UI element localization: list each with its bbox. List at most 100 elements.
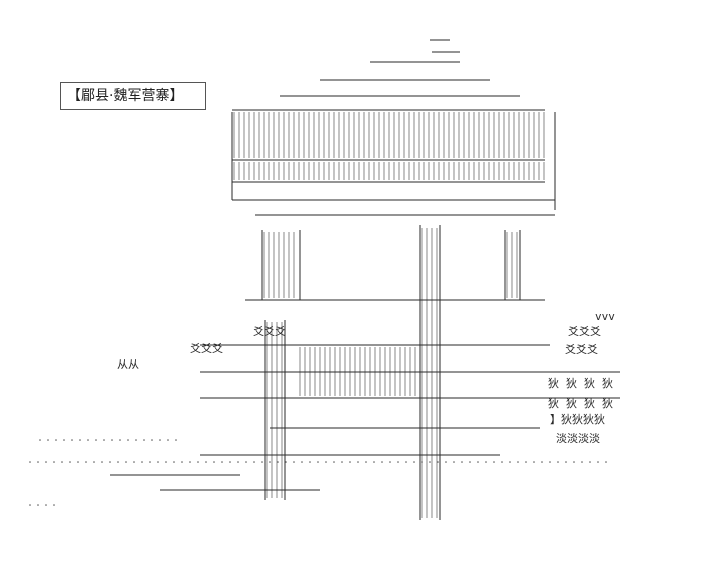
ground-dot: [173, 461, 175, 463]
ground-dot: [39, 439, 41, 441]
fortress-glyph-8: 狄: [602, 397, 613, 410]
ground-dot: [205, 461, 207, 463]
fortress-glyph-7: 狄: [584, 397, 595, 410]
ground-dot: [53, 504, 55, 506]
dotted-ground: [29, 439, 607, 506]
fortress-outline: [110, 112, 620, 520]
ground-dot: [261, 461, 263, 463]
ground-dot: [151, 439, 153, 441]
ground-dot: [405, 461, 407, 463]
ground-dot: [101, 461, 103, 463]
ground-dot: [517, 461, 519, 463]
ground-dot: [581, 461, 583, 463]
ground-dot: [181, 461, 183, 463]
ground-dot: [125, 461, 127, 463]
glyph-clusters: 爻爻爻 爻爻爻 爻爻爻 爻爻爻 从从 vvv 】狄狄狄狄 淡淡淡淡: [117, 310, 615, 445]
ground-dot: [229, 461, 231, 463]
ground-dot: [373, 461, 375, 463]
ground-dot: [45, 461, 47, 463]
ground-dot: [245, 461, 247, 463]
ground-dot: [85, 461, 87, 463]
ground-dot: [29, 461, 31, 463]
ground-dot: [143, 439, 145, 441]
light-label: 淡淡淡淡: [556, 432, 600, 445]
ground-dot: [127, 439, 129, 441]
ground-dot: [397, 461, 399, 463]
ground-dot: [477, 461, 479, 463]
ground-dot: [301, 461, 303, 463]
ground-dot: [565, 461, 567, 463]
ground-dot: [37, 461, 39, 463]
ground-dot: [493, 461, 495, 463]
ground-dot: [221, 461, 223, 463]
ground-dot: [69, 461, 71, 463]
ground-dot: [77, 461, 79, 463]
fortress-roof: [232, 39, 545, 111]
ground-dot: [341, 461, 343, 463]
ground-dot: [135, 439, 137, 441]
ground-dot: [253, 461, 255, 463]
fortress-glyphs: 狄 狄 狄 狄 狄 狄 狄 狄: [548, 377, 613, 410]
ground-dot: [157, 461, 159, 463]
bracket-label: 】狄狄狄狄: [550, 413, 605, 426]
ground-dot: [349, 461, 351, 463]
fortress-glyph-6: 狄: [566, 397, 577, 410]
ground-dot: [389, 461, 391, 463]
ground-dot: [293, 461, 295, 463]
fortress-glyph-2: 狄: [566, 377, 577, 390]
ground-dot: [47, 439, 49, 441]
ground-dot: [549, 461, 551, 463]
ground-dot: [429, 461, 431, 463]
ground-dot: [103, 439, 105, 441]
ground-dot: [605, 461, 607, 463]
ground-dot: [93, 461, 95, 463]
people-label: 从从: [117, 358, 139, 371]
ground-dot: [55, 439, 57, 441]
ground-dot: [365, 461, 367, 463]
grass-label-4: 爻爻爻: [565, 343, 598, 356]
scene-caption: 【郿县·魏军营寨】: [60, 82, 206, 110]
ground-dot: [277, 461, 279, 463]
ground-dot: [29, 504, 31, 506]
ground-dot: [541, 461, 543, 463]
fortress-glyph-5: 狄: [548, 397, 559, 410]
ground-dot: [61, 461, 63, 463]
fortress-glyph-3: 狄: [584, 377, 595, 390]
ground-dot: [357, 461, 359, 463]
ground-dot: [421, 461, 423, 463]
ground-dot: [269, 461, 271, 463]
ground-dot: [597, 461, 599, 463]
ground-dot: [325, 461, 327, 463]
ground-dot: [95, 439, 97, 441]
ground-dot: [37, 504, 39, 506]
ground-dot: [309, 461, 311, 463]
ground-dot: [109, 461, 111, 463]
ground-dot: [501, 461, 503, 463]
ground-dot: [149, 461, 151, 463]
ground-dot: [111, 439, 113, 441]
fortress-glyph-1: 狄: [548, 377, 559, 390]
ground-dot: [79, 439, 81, 441]
fortress-glyph-4: 狄: [602, 377, 613, 390]
ground-dot: [461, 461, 463, 463]
ground-dot: [381, 461, 383, 463]
vvv-label: vvv: [595, 310, 615, 323]
ground-dot: [117, 461, 119, 463]
ground-dot: [175, 439, 177, 441]
ground-dot: [165, 461, 167, 463]
ground-dot: [533, 461, 535, 463]
ground-dot: [133, 461, 135, 463]
ground-dot: [53, 461, 55, 463]
ground-dot: [445, 461, 447, 463]
ground-dot: [71, 439, 73, 441]
ground-dot: [437, 461, 439, 463]
ground-dot: [573, 461, 575, 463]
ground-dot: [213, 461, 215, 463]
ground-dot: [469, 461, 471, 463]
ground-dot: [589, 461, 591, 463]
grass-label-3: 爻爻爻: [568, 325, 601, 338]
ground-dot: [285, 461, 287, 463]
ground-dot: [189, 461, 191, 463]
ground-dot: [87, 439, 89, 441]
